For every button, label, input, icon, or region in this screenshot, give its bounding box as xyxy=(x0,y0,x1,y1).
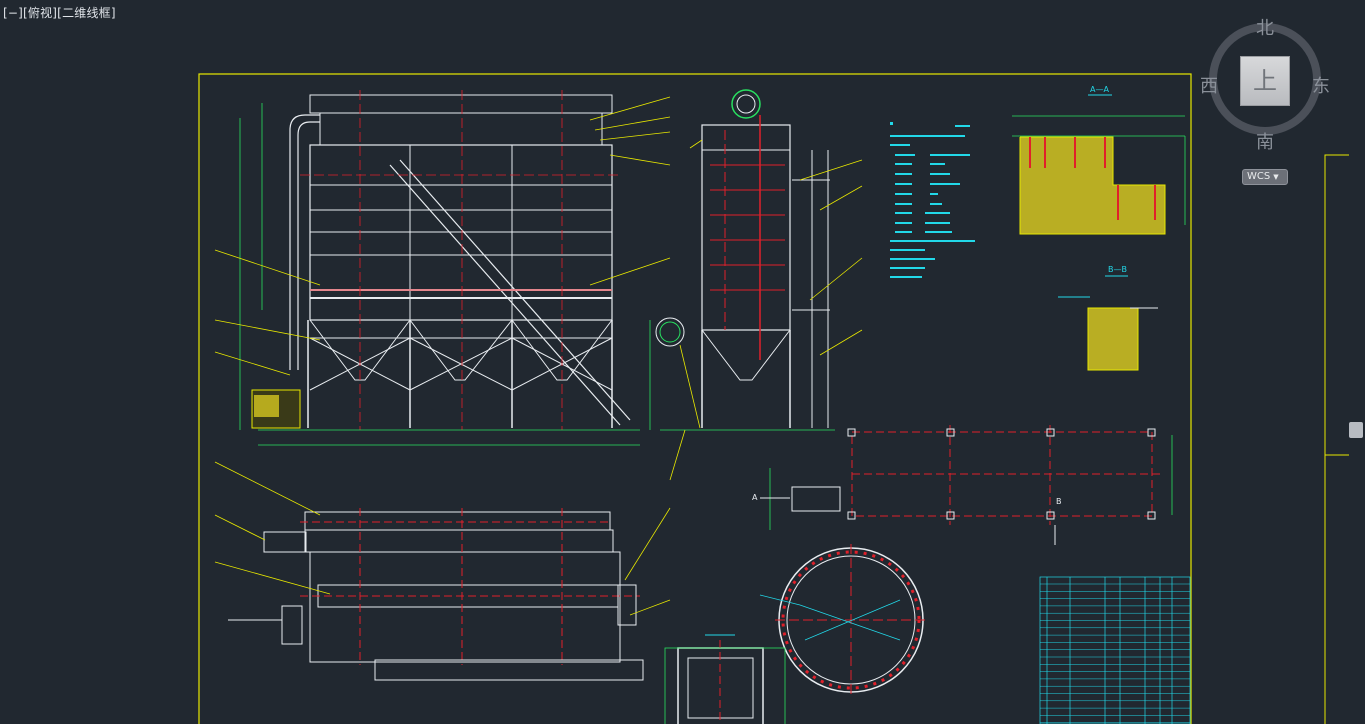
compass-west[interactable]: 西 xyxy=(1200,76,1218,97)
section-b-b-label: B—B xyxy=(1108,265,1127,274)
ucs-menu-button[interactable]: WCS▼ xyxy=(1242,169,1288,185)
square-flange-view xyxy=(664,634,786,724)
section-a-a-view: A—A xyxy=(1012,85,1186,235)
viewcube[interactable]: 北 南 西 东 上 WCS▼ xyxy=(1200,14,1335,189)
section-b-marker: B xyxy=(1056,497,1062,506)
parts-list-rows xyxy=(1040,583,1190,723)
viewport-controls-label[interactable]: [−][俯视][二维线框] xyxy=(3,6,116,20)
section-b-b-view: B—B xyxy=(1058,265,1158,371)
ucs-label: WCS xyxy=(1247,171,1271,182)
side-elevation-view xyxy=(655,89,863,481)
parts-list-table xyxy=(1039,576,1191,724)
compass-north[interactable]: 北 xyxy=(1256,18,1274,39)
flange-detail-view xyxy=(759,544,928,696)
compass-east[interactable]: 东 xyxy=(1312,76,1330,97)
chevron-down-icon: ▼ xyxy=(1273,173,1279,181)
adjacent-frame xyxy=(1324,154,1349,724)
technical-notes xyxy=(890,122,975,278)
vertical-scrollbar-thumb[interactable] xyxy=(1349,422,1363,438)
drawing-frame xyxy=(198,73,1192,724)
compass-south[interactable]: 南 xyxy=(1256,132,1274,153)
foundation-plan-view: A B xyxy=(752,425,1173,545)
section-a-marker: A xyxy=(752,493,758,502)
viewcube-top-face[interactable]: 上 xyxy=(1240,56,1290,106)
section-a-a-label: A—A xyxy=(1090,85,1109,94)
front-elevation-view xyxy=(214,90,671,446)
viewcube-compass-ring[interactable] xyxy=(1209,23,1321,135)
top-plan-view xyxy=(214,461,671,681)
